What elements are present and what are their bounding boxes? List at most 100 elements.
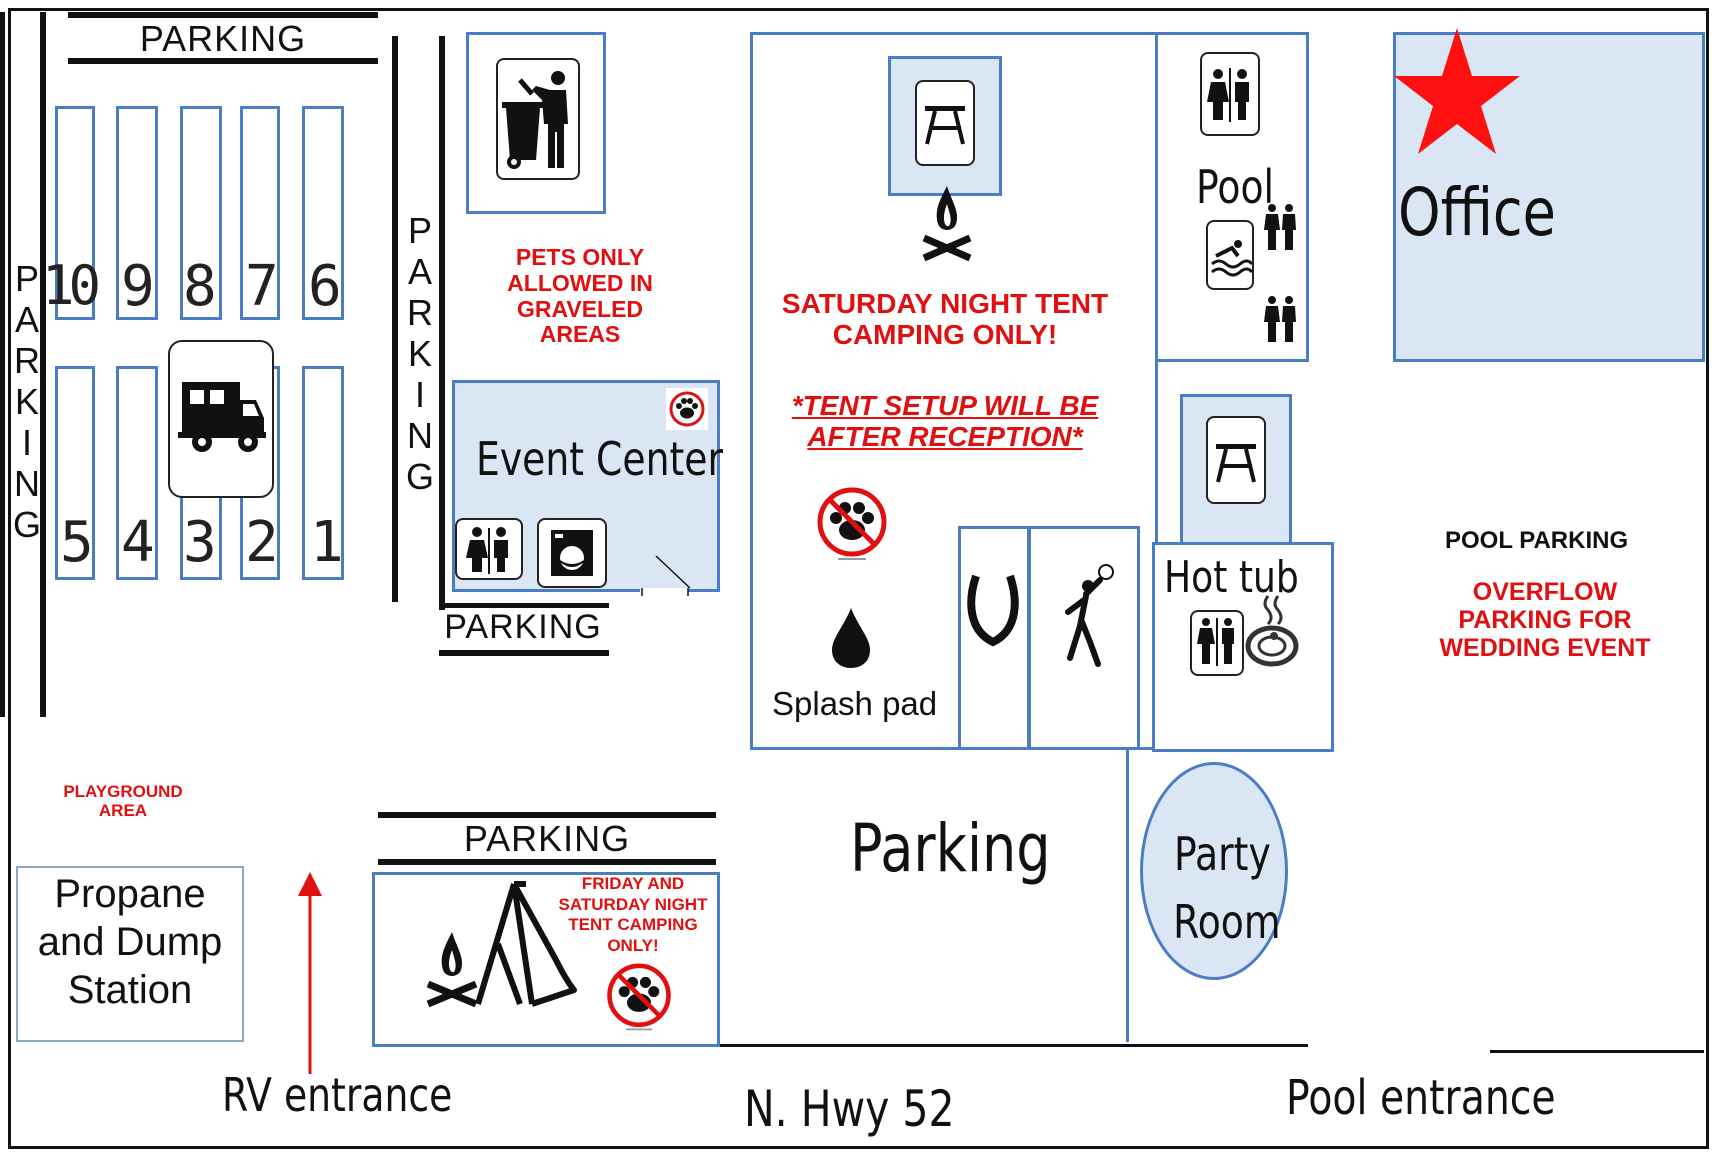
- center-parking-line-left: [392, 36, 398, 602]
- site-6[interactable]: [302, 106, 344, 320]
- site-number: 2: [245, 510, 279, 575]
- road-edge-right: [1490, 1050, 1704, 1053]
- site-number: 7: [245, 254, 279, 319]
- site-5[interactable]: [55, 366, 95, 580]
- door-swing-mark: [641, 555, 691, 596]
- site-7[interactable]: [240, 106, 280, 320]
- tent-camping-lower-area[interactable]: [372, 872, 720, 1047]
- volleyball-icon: [1065, 564, 1114, 667]
- party-room-building[interactable]: [1140, 762, 1288, 980]
- map-border: [8, 8, 1709, 1149]
- splash-pad-label: Splash pad: [772, 685, 938, 722]
- picnic-table-icon: [915, 80, 975, 166]
- volleyball-court[interactable]: [1028, 526, 1140, 750]
- left-parking-line: [40, 12, 46, 717]
- arrow-up-icon: [298, 872, 322, 1074]
- lower-parking-line-lower: [378, 859, 716, 865]
- pool-entrance-label: Pool entrance: [1286, 1070, 1556, 1126]
- no-pets-icon: [607, 963, 671, 1031]
- vertical-parking-letter: G: [405, 456, 434, 497]
- vertical-parking-letter: A: [407, 251, 432, 292]
- vertical-parking-letter: R: [407, 292, 433, 333]
- pool-building[interactable]: [1155, 32, 1309, 362]
- lower-parking-line-upper: [378, 812, 716, 818]
- swimmer-icon: [1206, 220, 1254, 290]
- vertical-parking-letter: N: [14, 463, 40, 504]
- vertical-parking-letter: P: [14, 258, 39, 299]
- vertical-parking-letter: K: [14, 381, 39, 422]
- water-drop-icon: [832, 608, 870, 668]
- vertical-parking-letter: A: [14, 299, 39, 340]
- pool-parking-label: POOL PARKING: [1445, 527, 1629, 554]
- tent-camping-area[interactable]: [750, 32, 1158, 750]
- rv-entrance-label: RV entrance: [222, 1068, 453, 1122]
- top-parking-line-lower: [68, 58, 378, 64]
- site-number: 5: [60, 510, 94, 575]
- vertical-parking-letter: P: [407, 210, 432, 251]
- restroom-icon: [1200, 52, 1260, 136]
- vertical-parking-letter: K: [407, 333, 432, 374]
- office-label: Office: [1398, 174, 1556, 251]
- propane-dump-station[interactable]: [16, 866, 244, 1042]
- site-number: 1: [310, 510, 344, 575]
- vertical-parking-letter: I: [414, 374, 425, 415]
- vertical-parking-letter: G: [12, 504, 41, 545]
- highway-label: N. Hwy 52: [744, 1080, 955, 1138]
- party-room-vertical-line: [1126, 750, 1129, 1042]
- party-room-label: Party Room: [1173, 827, 1281, 949]
- site-number: 3: [183, 510, 217, 575]
- vertical-parking-letter: I: [21, 422, 32, 463]
- center-bottom-parking-line-lower: [439, 650, 609, 656]
- restroom-icon: [1264, 296, 1296, 342]
- hot-tub-icon: [1245, 595, 1299, 667]
- rv-icon: [168, 340, 274, 498]
- site-4[interactable]: [116, 366, 158, 580]
- site-9[interactable]: [116, 106, 158, 320]
- tent-icon: [475, 881, 577, 1007]
- campfire-icon: [426, 932, 478, 1008]
- horseshoe-icon: [967, 574, 1019, 647]
- paw-icon: [666, 388, 708, 430]
- event-center-door: [640, 588, 688, 596]
- restroom-icon: [455, 518, 523, 580]
- site-8[interactable]: [180, 106, 222, 320]
- lower-parking-label: PARKING: [463, 818, 631, 859]
- pool-label: Pool: [1196, 160, 1275, 214]
- hot-tub-label: Hot tub: [1164, 552, 1299, 603]
- event-center-label: Event Center: [476, 432, 724, 486]
- site-10[interactable]: [55, 106, 95, 320]
- left-edge-line: [0, 12, 5, 717]
- center-parking-label: Parking: [850, 810, 1051, 887]
- site-number: 9: [121, 254, 155, 319]
- star-icon: [1394, 28, 1520, 154]
- center-bottom-parking-line-upper: [439, 603, 609, 608]
- site-number: 4: [121, 510, 155, 575]
- top-parking-label: PARKING: [139, 18, 307, 59]
- laundry-icon: [537, 518, 607, 588]
- vertical-parking-letter: N: [407, 415, 433, 456]
- site-number: 8: [183, 254, 217, 319]
- restroom-icon: [1264, 204, 1296, 250]
- vertical-parking-letter: R: [14, 340, 40, 381]
- campfire-icon: [922, 186, 972, 262]
- trash-icon: [496, 58, 580, 180]
- restroom-icon: [1190, 610, 1244, 676]
- no-pets-icon: [817, 487, 887, 560]
- picnic-table-icon: [1206, 416, 1266, 504]
- site-1[interactable]: [302, 366, 344, 580]
- trash-area: [466, 32, 606, 214]
- site-number: 6: [308, 254, 342, 319]
- center-parking-line-right: [439, 36, 445, 610]
- site-number: 10: [42, 254, 101, 317]
